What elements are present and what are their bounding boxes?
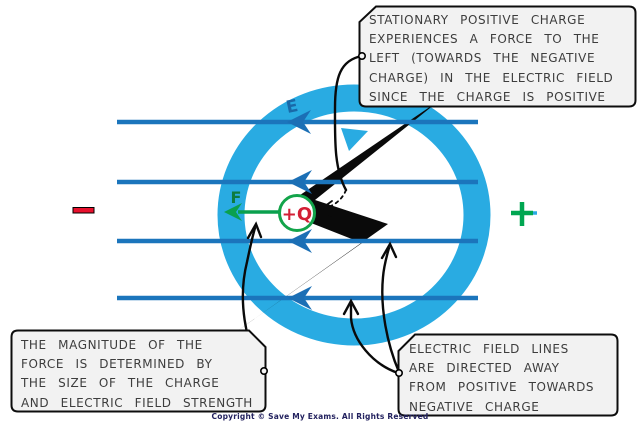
connector-dots	[259, 51, 403, 377]
field-arrowhead-icon	[288, 286, 312, 310]
callout-line: THE SIZE OF THE CHARGE	[21, 376, 220, 391]
callout-box-bottom-left	[10, 329, 267, 413]
connector-dot	[394, 368, 403, 377]
lightning-bolt-watermark-icon	[233, 100, 440, 334]
arrowhead-icon	[342, 298, 360, 316]
positive-charge-icon	[511, 202, 533, 226]
force-label: F	[231, 188, 242, 207]
callout-line: CHARGE) IN THE ELECTRIC FIELD	[369, 70, 614, 85]
field-arrowhead-icon	[288, 229, 312, 253]
charge-circle	[278, 194, 316, 232]
arrowhead-icon	[246, 221, 263, 240]
callout-line: AND ELECTRIC FIELD STRENGTH	[21, 395, 253, 410]
arrowhead-icon	[319, 200, 333, 217]
arrow-topbox-to-charge-dashed	[322, 189, 347, 210]
arrow-bottomright-to-line4	[349, 303, 400, 375]
callout-line: THE MAGNITUDE OF THE	[21, 338, 203, 352]
arrow-bottomright-to-line3	[381, 246, 401, 374]
callout-bottom-right-text: ELECTRIC FIELD LINES ARE DIRECTED AWAY F…	[409, 340, 594, 417]
field-arrowhead-icon	[288, 170, 312, 194]
callout-boxes	[10, 5, 637, 417]
callout-line: EXPERIENCES A FORCE TO THE	[369, 32, 600, 47]
callout-bottom-left-text: THE MAGNITUDE OF THE FORCE IS DETERMINED…	[21, 336, 253, 413]
callout-line: STATIONARY POSITIVE CHARGE	[369, 13, 586, 27]
force-arrowhead-icon	[224, 203, 242, 221]
callout-top-text: STATIONARY POSITIVE CHARGE EXPERIENCES A…	[369, 11, 613, 107]
callout-line: SINCE THE CHARGE IS POSITIVE	[369, 89, 606, 104]
callout-box-bottom-right	[397, 333, 619, 417]
lightning-bolt-highlight	[341, 128, 368, 151]
callout-box-top	[358, 5, 637, 108]
charge-label: +Q	[282, 204, 312, 225]
arrow-topbox-to-charge	[333, 54, 364, 192]
field-strength-label: E	[284, 96, 300, 118]
callout-line: NEGATIVE CHARGE	[409, 399, 540, 414]
callout-line: ARE DIRECTED AWAY	[409, 361, 560, 376]
connector-dot	[259, 366, 268, 375]
callout-line: ELECTRIC FIELD LINES	[409, 342, 569, 356]
field-line-arrowheads	[287, 110, 312, 310]
negative-charge-icon	[72, 207, 95, 214]
arrowhead-icon	[380, 241, 398, 260]
connector-dot	[357, 51, 366, 60]
field-arrowhead-icon	[287, 110, 311, 134]
copyright-text: Copyright © Save My Exams. All Rights Re…	[211, 412, 429, 421]
callout-line: FROM POSITIVE TOWARDS	[409, 380, 595, 395]
callout-line: FORCE IS DETERMINED BY	[21, 357, 213, 372]
callout-line: LEFT (TOWARDS THE NEGATIVE	[369, 51, 596, 66]
